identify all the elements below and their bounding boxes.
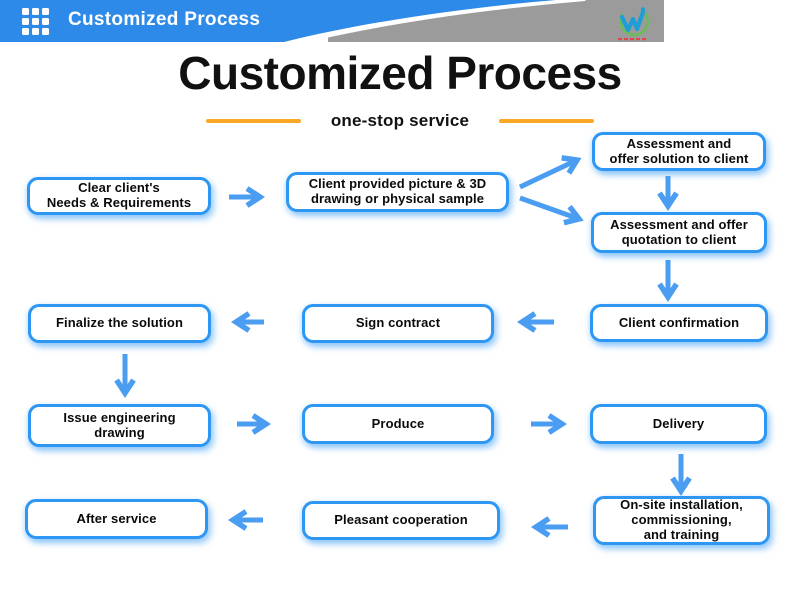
subtitle-row: one-stop service (0, 111, 800, 131)
flow-arrow-client-sample-to-assess-solution (518, 155, 582, 190)
flow-arrow-client-confirmation-to-sign-contract (516, 311, 554, 333)
page-title: Customized Process (178, 47, 622, 99)
header-title: Customized Process (68, 9, 261, 30)
flow-box-sign-contract: Sign contract (302, 304, 494, 343)
flow-box-label: Finalize the solution (55, 315, 184, 331)
flow-arrow-clear-needs-to-client-sample (229, 186, 266, 208)
flow-box-label: Clear client's Needs & Requirements (46, 180, 192, 210)
grid-icon (22, 8, 49, 35)
flow-box-issue-drawing: Issue engineering drawing (28, 404, 211, 447)
flow-arrow-pleasant-cooperation-to-after-service (227, 509, 263, 531)
flow-box-label: After service (76, 510, 157, 526)
flow-arrow-finalize-solution-to-issue-drawing (114, 354, 136, 399)
flow-box-label: Delivery (652, 415, 705, 431)
flow-box-label: Client provided picture & 3D drawing or … (308, 176, 487, 206)
flow-box-onsite-install: On-site installation, commissioning, and… (593, 496, 770, 545)
flow-box-after-service: After service (25, 499, 208, 539)
flow-arrow-onsite-install-to-pleasant-cooperation (530, 516, 568, 538)
flow-box-label: Assessment and offer solution to client (609, 135, 749, 166)
flow-arrow-client-sample-to-assess-quotation (519, 195, 584, 226)
flow-box-label: Sign contract (355, 315, 441, 331)
flow-box-label: Issue engineering drawing (63, 409, 176, 440)
flow-box-pleasant-cooperation: Pleasant cooperation (302, 501, 500, 540)
flow-arrow-assess-quotation-to-client-confirmation (657, 260, 679, 303)
flow-box-assess-solution: Assessment and offer solution to client (592, 132, 766, 171)
flow-box-assess-quotation: Assessment and offer quotation to client (591, 212, 767, 253)
subtitle-divider-right (499, 119, 595, 123)
subtitle-divider-left (205, 119, 301, 123)
flow-arrow-produce-to-delivery (531, 413, 568, 435)
flow-box-label: On-site installation, commissioning, and… (620, 497, 743, 542)
flow-box-label: Client confirmation (618, 314, 740, 330)
flow-arrow-assess-solution-to-assess-quotation (657, 176, 679, 212)
flow-box-produce: Produce (302, 404, 494, 444)
page-subtitle: one-stop service (330, 111, 470, 130)
flow-arrow-issue-drawing-to-produce (237, 413, 272, 435)
flow-box-label: Assessment and offer quotation to client (610, 216, 748, 247)
flow-box-client-confirmation: Client confirmation (590, 304, 768, 342)
flow-box-clear-needs: Clear client's Needs & Requirements (27, 177, 211, 215)
flow-arrow-sign-contract-to-finalize-solution (230, 311, 264, 333)
flow-box-client-sample: Client provided picture & 3D drawing or … (286, 172, 509, 212)
flow-box-label: Produce (371, 415, 425, 431)
header-band (0, 0, 664, 44)
flow-arrow-delivery-to-onsite-install (670, 454, 692, 497)
flow-box-label: Pleasant cooperation (334, 512, 468, 528)
company-logo (618, 7, 649, 41)
flow-box-finalize-solution: Finalize the solution (28, 304, 211, 343)
flow-box-delivery: Delivery (590, 404, 767, 444)
